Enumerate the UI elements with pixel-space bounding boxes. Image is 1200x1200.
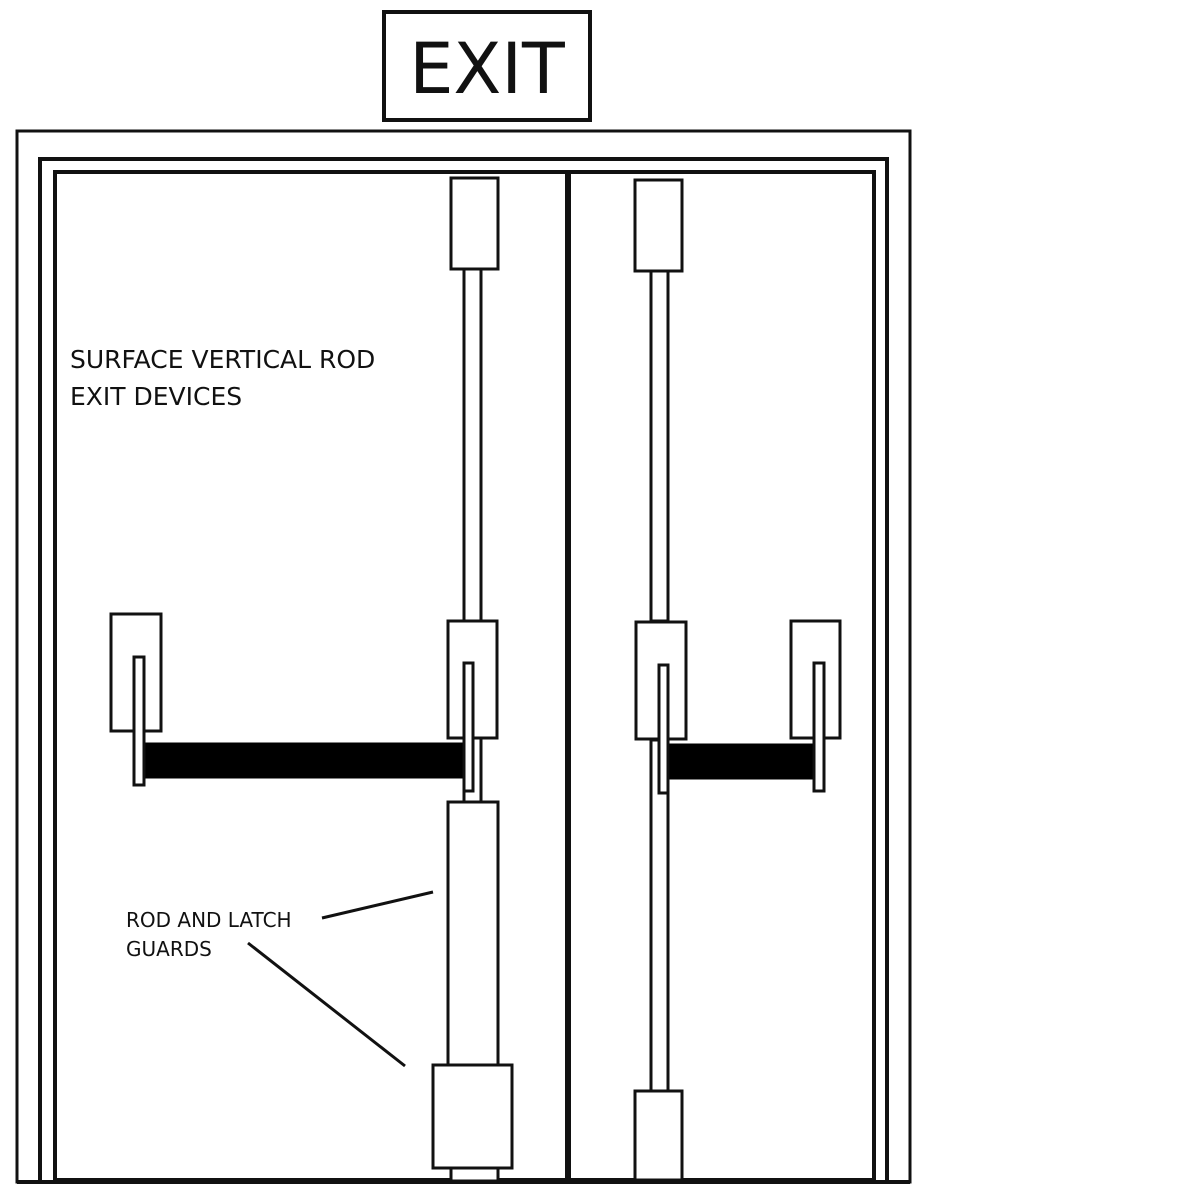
- left-vertical-rod-upper: [462, 267, 483, 623]
- latch-guard-leader-line: [247, 941, 406, 1068]
- device-label: SURFACE VERTICAL ROD EXIT DEVICES: [70, 345, 375, 411]
- left-latch-guard: [431, 1063, 514, 1170]
- device-label-line2: EXIT DEVICES: [70, 382, 242, 411]
- exit-sign-box: [382, 10, 592, 122]
- guard-label: ROD AND LATCH GUARDS: [126, 890, 434, 1068]
- left-end-arm: [132, 655, 146, 787]
- rod-guard-leader-line: [321, 890, 434, 920]
- exit-sign-text: EXIT: [409, 28, 565, 110]
- left-bottom-latch: [449, 1166, 500, 1183]
- right-bottom-latch: [633, 1089, 684, 1182]
- right-door: [567, 170, 876, 1182]
- right-push-bar[interactable]: [667, 743, 819, 780]
- right-top-latch: [633, 178, 684, 273]
- right-door-leaf: [567, 170, 876, 1182]
- right-end-arm: [812, 661, 826, 793]
- left-center-arm: [462, 661, 475, 793]
- left-push-bar[interactable]: [143, 742, 467, 779]
- device-label-line1: SURFACE VERTICAL ROD: [70, 345, 375, 374]
- left-top-latch: [449, 176, 500, 271]
- left-door: [53, 170, 569, 1183]
- exit-sign: EXIT: [382, 10, 592, 122]
- right-vertical-rod-upper: [649, 269, 670, 623]
- guard-label-line1: ROD AND LATCH: [126, 908, 292, 932]
- guard-label-line2: GUARDS: [126, 937, 212, 961]
- right-center-arm: [657, 663, 670, 795]
- left-rod-guard: [446, 800, 500, 1067]
